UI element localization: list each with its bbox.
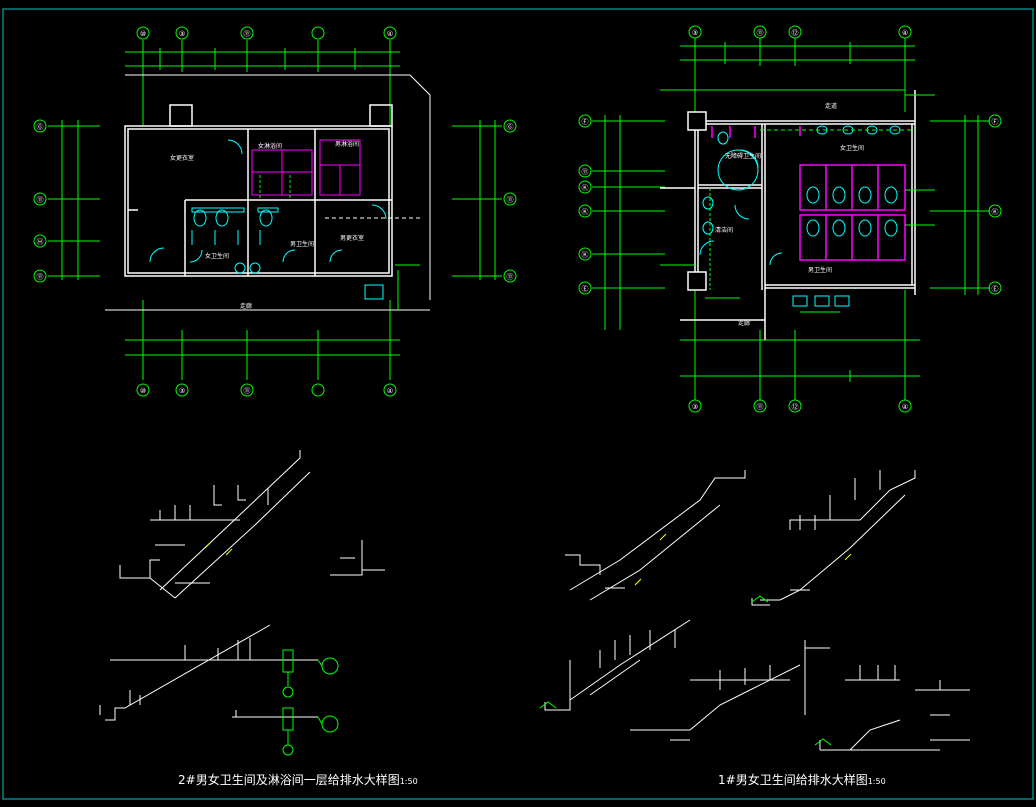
svg-text:走道: 走道: [825, 102, 837, 110]
drawing-frame: [2, 8, 1034, 800]
svg-text:女更衣室: 女更衣室: [170, 154, 194, 162]
plan-left-outline: [105, 74, 431, 311]
plan-right-pipes: [660, 94, 935, 313]
svg-text:⑪: ⑪: [757, 403, 764, 411]
svg-text:Ⓖ: Ⓖ: [507, 123, 514, 131]
plan-right-dim-bottom: [680, 290, 920, 400]
svg-text:Ⓕ: Ⓕ: [992, 118, 999, 126]
svg-text:Ⓚ: Ⓚ: [582, 184, 589, 192]
plan-left: ⑩ ③ ⑪ ④ ⑩ ③ ⑪ ④ Ⓖ ⑪ Ⓗ ⑪ Ⓖ ⑪ ⑪ 女更衣室 女淋浴间 …: [33, 26, 517, 397]
svg-text:Ⓕ: Ⓕ: [582, 118, 589, 126]
plan-right-dim-top: [660, 38, 915, 112]
svg-text:女卫生间: 女卫生间: [840, 144, 864, 152]
svg-text:⑫: ⑫: [792, 29, 799, 37]
svg-text:④: ④: [387, 387, 393, 395]
plan-right-partitions: [711, 126, 906, 261]
caption-left-title: 2#男女卫生间及淋浴间一层给排水大样图: [178, 773, 400, 787]
caption-right-scale: 1:50: [867, 777, 886, 786]
plan-right-fixtures: [699, 125, 901, 307]
plan-right-axis-bubbles: [578, 25, 1002, 413]
svg-text:④: ④: [387, 30, 393, 38]
svg-text:Ⓔ: Ⓔ: [992, 285, 999, 293]
svg-text:Ⓚ: Ⓚ: [992, 208, 999, 216]
svg-text:③: ③: [179, 30, 185, 38]
svg-text:Ⓖ: Ⓖ: [37, 123, 44, 131]
plan-left-room-labels: 女更衣室 女淋浴间 男淋浴间 男卫生间 女卫生间 男更衣室 走廊: [170, 140, 364, 310]
iso-right: [544, 470, 970, 751]
svg-text:④: ④: [902, 403, 908, 411]
plan-left-dim-right: [452, 120, 502, 280]
caption-right: 1#男女卫生间给排水大样图1:50: [718, 771, 886, 788]
plan-right: ③ ⑪ ⑫ ④ ③ ⑪ ⑫ ④ Ⓕ ⑪ Ⓚ Ⓚ Ⓚ Ⓔ Ⓕ Ⓚ Ⓔ 走道 无障碍…: [578, 25, 1002, 413]
svg-text:女卫生间: 女卫生间: [205, 252, 229, 260]
caption-right-title: 1#男女卫生间给排水大样图: [718, 773, 868, 787]
svg-text:无障碍卫生间: 无障碍卫生间: [725, 152, 761, 160]
svg-text:⑪: ⑪: [244, 30, 251, 38]
svg-text:Ⓗ: Ⓗ: [37, 238, 44, 246]
svg-text:⑪: ⑪: [582, 168, 589, 176]
plan-left-dim-bottom: [125, 300, 400, 380]
svg-text:⑪: ⑪: [757, 29, 764, 37]
iso-left: [99, 450, 385, 721]
svg-text:⑪: ⑪: [507, 273, 514, 281]
svg-text:男卫生间: 男卫生间: [290, 240, 314, 248]
plan-left-doors: [149, 139, 387, 263]
svg-text:⑪: ⑪: [244, 387, 251, 395]
svg-text:Ⓚ: Ⓚ: [582, 251, 589, 259]
plan-right-room-labels: 走道 无障碍卫生间 女卫生间 男卫生间 清洁间 走廊: [715, 102, 864, 327]
plan-left-walls: [124, 104, 393, 277]
plan-right-axis-labels: ③ ⑪ ⑫ ④ ③ ⑪ ⑫ ④ Ⓕ ⑪ Ⓚ Ⓚ Ⓚ Ⓔ Ⓕ Ⓚ Ⓔ: [582, 29, 999, 411]
svg-text:④: ④: [902, 29, 908, 37]
plan-left-dim-top: [125, 40, 400, 125]
plan-left-partitions: [251, 139, 361, 196]
iso-left-risers: [282, 649, 339, 756]
tiny-dimension-tick-marks: [204, 533, 852, 586]
plan-left-fixtures: [191, 207, 384, 300]
plan-left-axis-labels: ⑩ ③ ⑪ ④ ⑩ ③ ⑪ ④ Ⓖ ⑪ Ⓗ ⑪ Ⓖ ⑪ ⑪: [37, 30, 514, 395]
plan-right-dim-right: [930, 115, 990, 295]
svg-text:⑩: ⑩: [140, 30, 146, 38]
svg-text:男更衣室: 男更衣室: [340, 234, 364, 242]
iso-right-markers: [539, 595, 832, 746]
svg-text:Ⓚ: Ⓚ: [582, 208, 589, 216]
svg-text:⑪: ⑪: [37, 196, 44, 204]
caption-left: 2#男女卫生间及淋浴间一层给排水大样图1:50: [178, 771, 418, 788]
plan-left-pipes: [259, 175, 420, 310]
svg-text:③: ③: [692, 29, 698, 37]
svg-text:⑪: ⑪: [507, 196, 514, 204]
svg-text:男淋浴间: 男淋浴间: [335, 140, 359, 148]
svg-text:女淋浴间: 女淋浴间: [258, 142, 282, 150]
svg-text:⑪: ⑪: [37, 273, 44, 281]
svg-text:男卫生间: 男卫生间: [808, 266, 832, 274]
svg-text:③: ③: [692, 403, 698, 411]
caption-left-scale: 1:50: [399, 777, 418, 786]
svg-text:Ⓔ: Ⓔ: [582, 285, 589, 293]
svg-text:⑫: ⑫: [792, 403, 799, 411]
plan-left-axis-bubbles: [33, 26, 517, 397]
svg-text:清洁间: 清洁间: [715, 226, 733, 234]
svg-text:走廊: 走廊: [240, 302, 252, 310]
svg-text:⑩: ⑩: [140, 387, 146, 395]
plan-right-dim-left: [592, 115, 665, 330]
plan-left-dim-left: [48, 120, 100, 280]
svg-text:③: ③: [179, 387, 185, 395]
svg-text:走廊: 走廊: [738, 319, 750, 327]
